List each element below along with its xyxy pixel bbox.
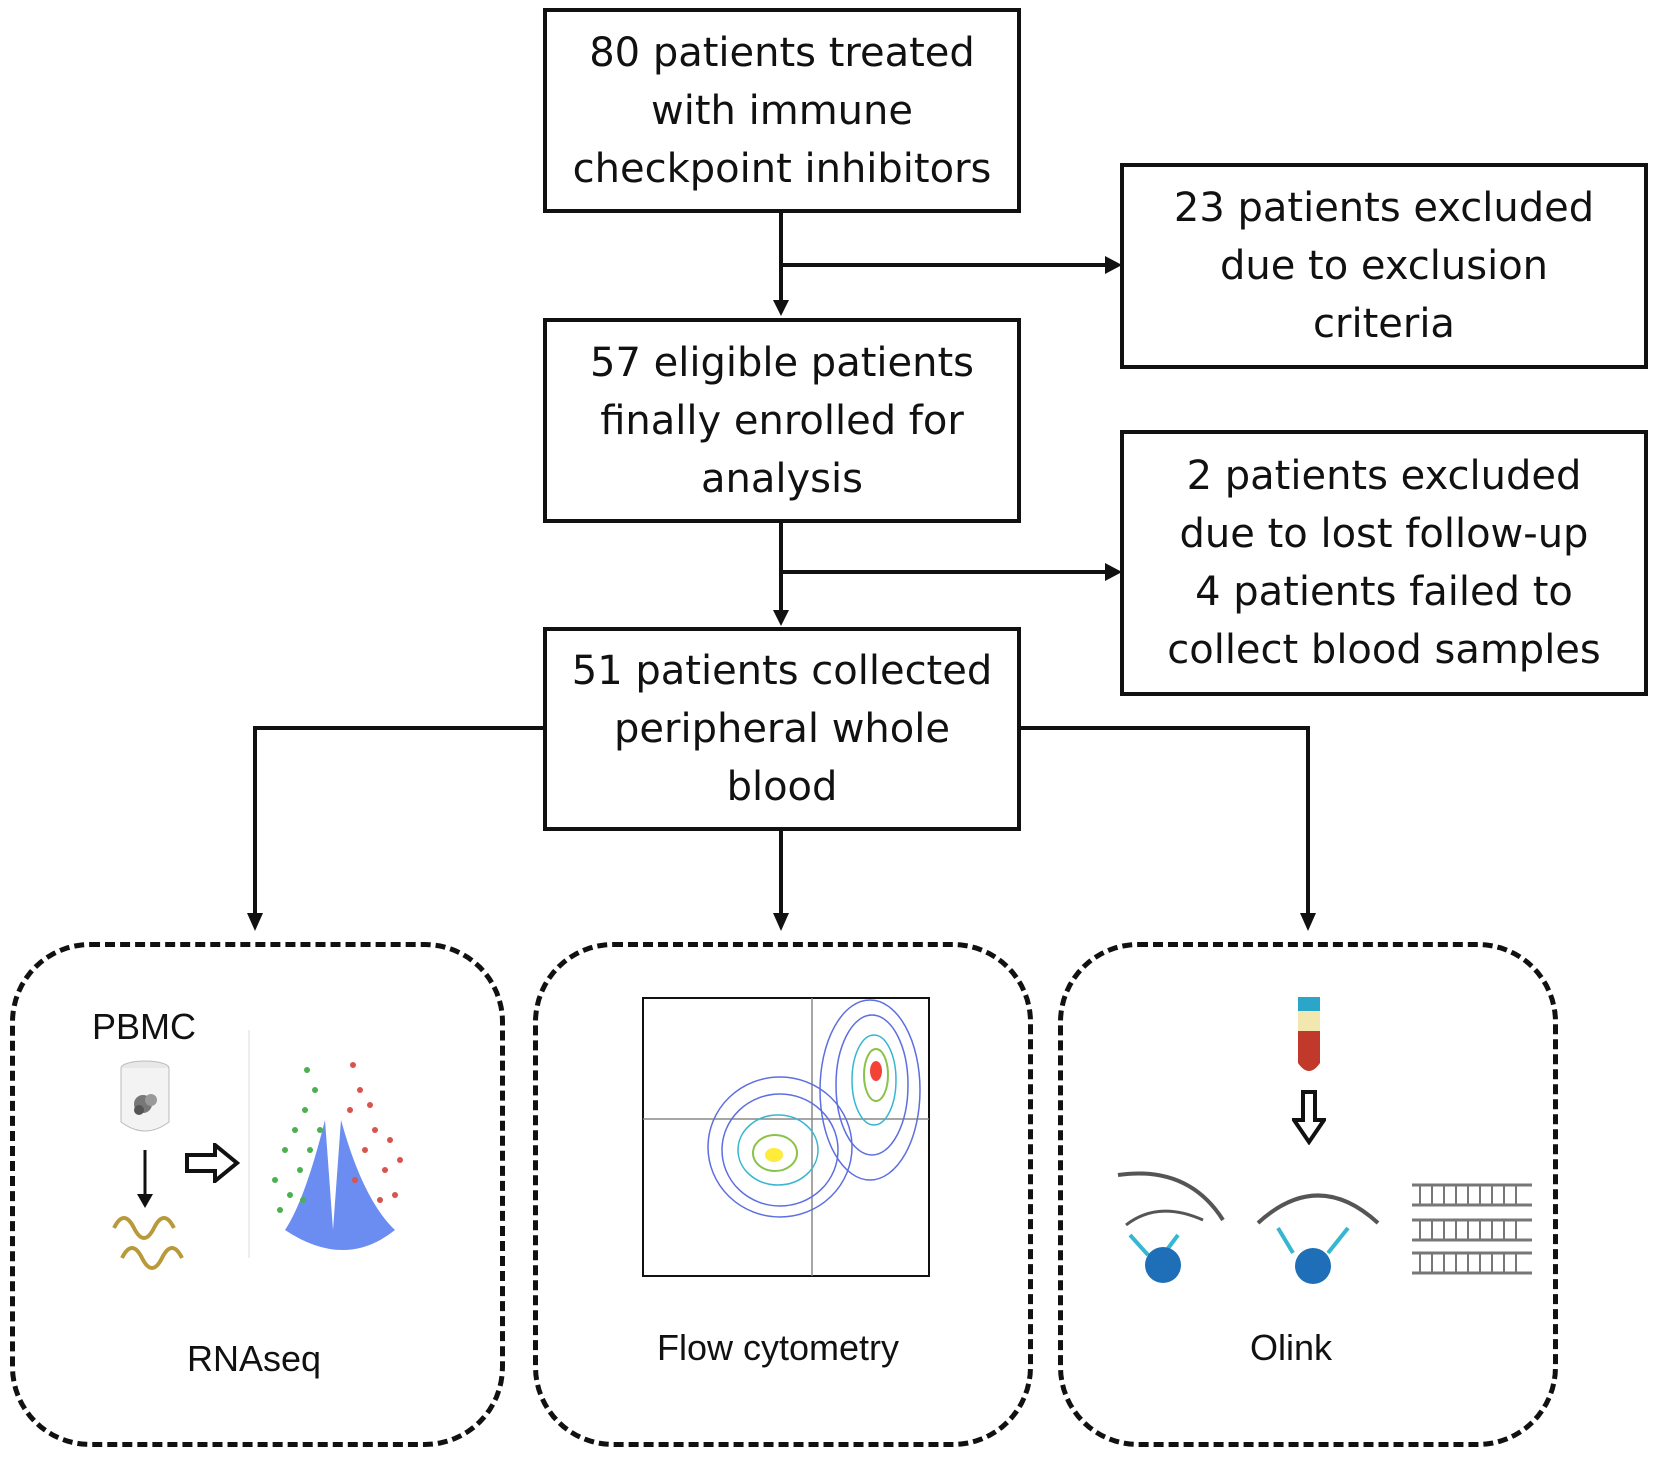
arrow-to-olink bbox=[1020, 726, 1310, 915]
box-eligible-patients: 57 eligible patients finally enrolled fo… bbox=[543, 318, 1021, 523]
blood-tube-icon bbox=[1298, 997, 1320, 1071]
panel-olink bbox=[1058, 942, 1558, 1447]
olink-label: Olink bbox=[1250, 1327, 1333, 1368]
antibody-probe-icon bbox=[1117, 1171, 1225, 1283]
flow-cytometry-plot-icon bbox=[642, 997, 930, 1277]
right-hollow-arrow-icon bbox=[185, 1143, 240, 1183]
box-excluded-followup-text: 2 patients excluded due to lost follow-u… bbox=[1167, 453, 1601, 673]
flow-cytometry-label: Flow cytometry bbox=[657, 1327, 900, 1368]
arrow-to-rnaseq bbox=[253, 726, 543, 915]
pbmc-label: PBMC bbox=[92, 1006, 197, 1047]
down-arrow-icon bbox=[137, 1150, 153, 1208]
box-collected-patients: 51 patients collected peripheral whole b… bbox=[543, 627, 1021, 831]
box-treated-patients-text: 80 patients treated with immune checkpoi… bbox=[572, 29, 992, 192]
panel-flow-cytometry bbox=[533, 942, 1033, 1447]
box-treated-patients: 80 patients treated with immune checkpoi… bbox=[543, 8, 1021, 213]
dna-ladder-icon bbox=[1412, 1183, 1532, 1275]
pbmc-tube-icon bbox=[120, 1060, 170, 1132]
rnaseq-label: RNAseq bbox=[187, 1338, 322, 1379]
box-collected-patients-text: 51 patients collected peripheral whole b… bbox=[571, 648, 993, 810]
panel-rnaseq bbox=[10, 942, 505, 1447]
antibody-pair-icon bbox=[1256, 1193, 1380, 1284]
volcano-plot-icon bbox=[248, 1030, 403, 1258]
box-excluded-followup: 2 patients excluded due to lost follow-u… bbox=[1120, 430, 1648, 696]
rna-strands-icon bbox=[112, 1216, 184, 1270]
box-eligible-patients-text: 57 eligible patients finally enrolled fo… bbox=[590, 339, 974, 502]
down-hollow-arrow-icon bbox=[1292, 1090, 1326, 1145]
box-excluded-criteria-text: 23 patients excluded due to exclusion cr… bbox=[1173, 185, 1595, 347]
box-excluded-criteria: 23 patients excluded due to exclusion cr… bbox=[1120, 163, 1648, 369]
